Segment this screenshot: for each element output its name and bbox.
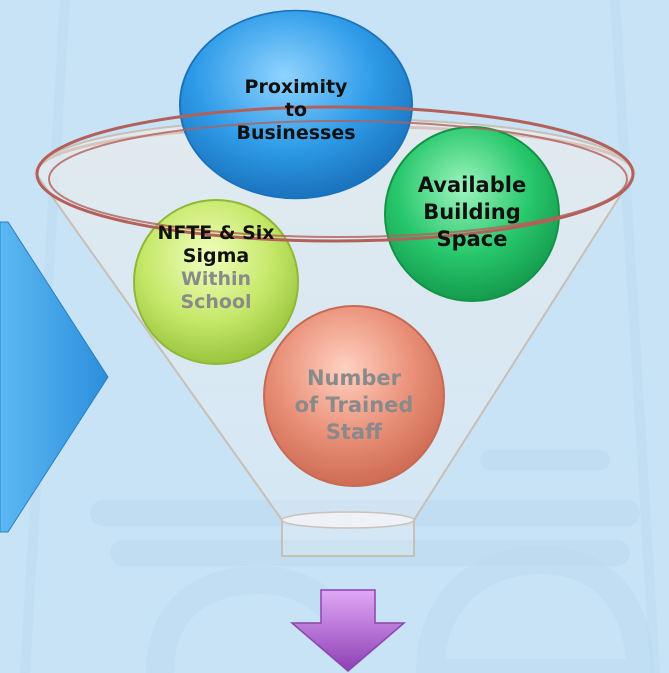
- funnel-spout: [281, 511, 415, 529]
- nfte-circle: [133, 199, 299, 365]
- down-arrow: [289, 589, 407, 672]
- nfte-label-grey: Within School: [180, 268, 252, 313]
- building-label: Available Building Space: [417, 173, 527, 251]
- nfte-label-dark: NFTE & Six Sigma: [157, 222, 275, 267]
- staff-circle: [263, 305, 445, 487]
- nfte-label: NFTE & Six Sigma Within School: [141, 222, 291, 314]
- funnel-rim: [35, 105, 635, 243]
- staff-label: Number of Trained Staff: [294, 365, 414, 444]
- proximity-label: Proximity to Businesses: [236, 75, 356, 144]
- proximity-circle: [179, 9, 413, 200]
- left-chevron-shape: [0, 221, 109, 533]
